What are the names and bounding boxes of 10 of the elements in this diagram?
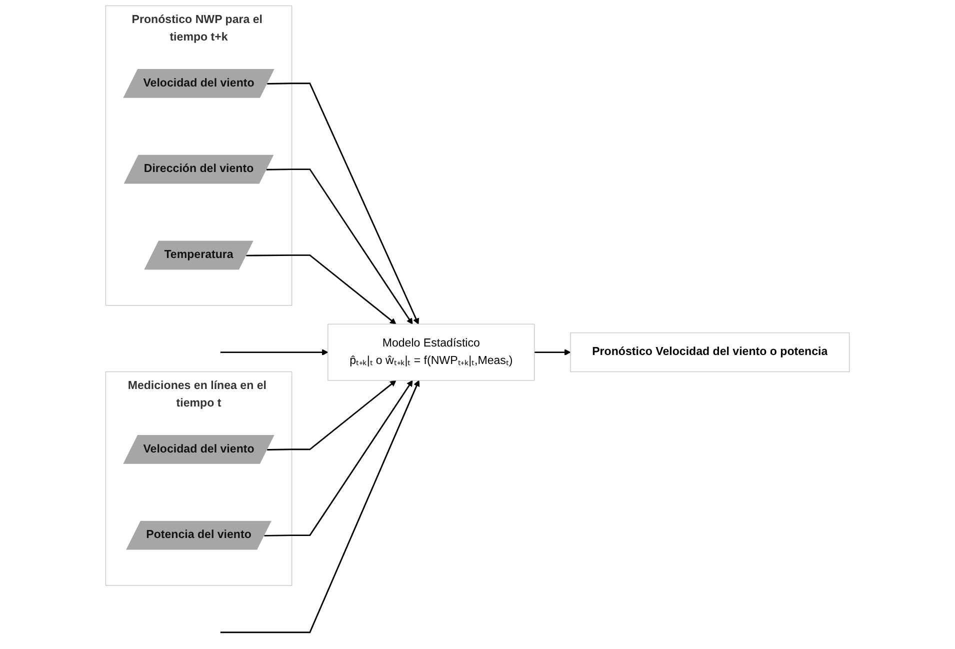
- arrow: [220, 349, 328, 356]
- arrow: [266, 168, 413, 324]
- node-box: Modelo Estadístico p̂ₜ₊ₖ|ₜ o ŵₜ₊ₖ|ₜ = f(NWPₜ₊ₖ|ₜ,Measₜ): [328, 324, 535, 381]
- node-box: Pronóstico Velocidad del viento o potencia: [570, 332, 850, 372]
- arrow: [267, 82, 419, 324]
- arrow: [246, 254, 396, 324]
- arrow: [267, 380, 396, 450]
- arrow: [220, 380, 420, 634]
- arrow: [534, 349, 571, 356]
- arrow: [264, 380, 413, 536]
